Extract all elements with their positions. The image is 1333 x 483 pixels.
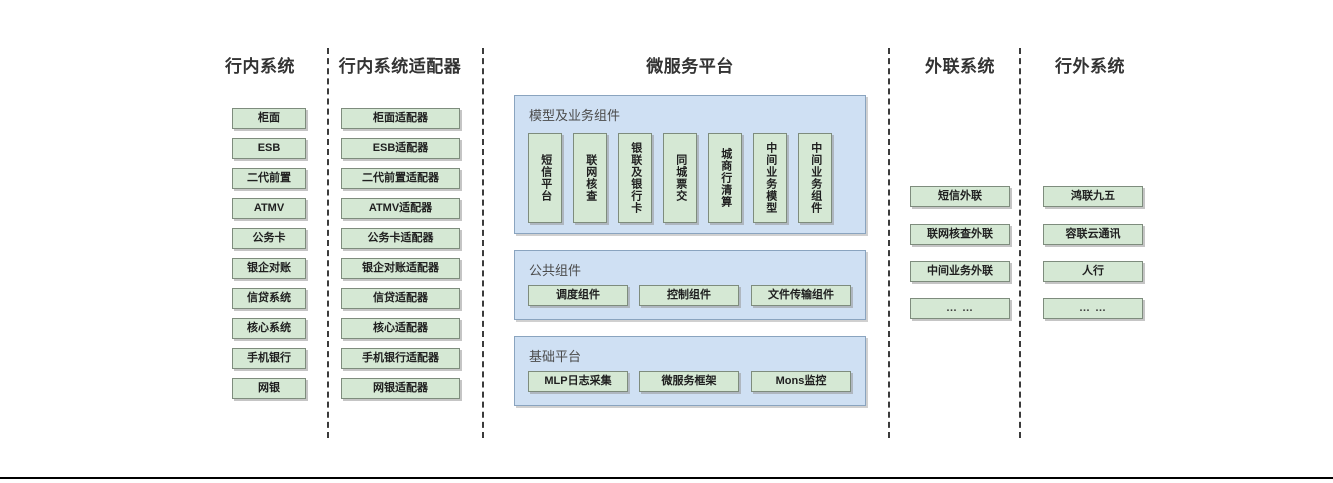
node-model-component[interactable]: 中间业务模型 [753, 133, 787, 223]
node-internal-adapter[interactable]: 柜面适配器 [341, 108, 460, 129]
node-internal-adapter[interactable]: 二代前置适配器 [341, 168, 460, 189]
bottom-divider-rule [0, 477, 1333, 479]
node-internal-system[interactable]: 二代前置 [232, 168, 306, 189]
node-internal-adapter[interactable]: 公务卡适配器 [341, 228, 460, 249]
node-internal-adapter[interactable]: 手机银行适配器 [341, 348, 460, 369]
node-outside-bank[interactable]: 鸿联九五 [1043, 186, 1143, 207]
divider-2 [482, 48, 484, 438]
node-model-component[interactable]: 中间业务组件 [798, 133, 832, 223]
node-base-platform-component[interactable]: Mons监控 [751, 371, 851, 392]
node-model-component[interactable]: 同城票交 [663, 133, 697, 223]
node-internal-system[interactable]: 信贷系统 [232, 288, 306, 309]
divider-4 [1019, 48, 1021, 438]
panel-title-model-business-components: 模型及业务组件 [529, 108, 621, 123]
column-title-internal-adapters: 行内系统适配器 [338, 57, 462, 76]
node-internal-adapter[interactable]: 信贷适配器 [341, 288, 460, 309]
node-external-liaison[interactable]: 短信外联 [910, 186, 1010, 207]
node-external-liaison[interactable]: 中间业务外联 [910, 261, 1010, 282]
node-external-liaison-more[interactable]: … … [910, 298, 1010, 319]
node-internal-system[interactable]: 柜面 [232, 108, 306, 129]
divider-1 [327, 48, 329, 438]
node-internal-system[interactable]: ATMV [232, 198, 306, 219]
node-internal-adapter[interactable]: 银企对账适配器 [341, 258, 460, 279]
node-internal-system[interactable]: 网银 [232, 378, 306, 399]
node-internal-system[interactable]: ESB [232, 138, 306, 159]
column-title-internal-systems: 行内系统 [225, 57, 295, 76]
node-base-platform-component[interactable]: 微服务框架 [639, 371, 739, 392]
node-model-component[interactable]: 短信平台 [528, 133, 562, 223]
column-title-outside-bank-systems: 行外系统 [1055, 57, 1125, 76]
node-model-component[interactable]: 联网核查 [573, 133, 607, 223]
node-internal-system[interactable]: 银企对账 [232, 258, 306, 279]
panel-title-public-components: 公共组件 [529, 263, 582, 278]
node-outside-bank[interactable]: 容联云通讯 [1043, 224, 1143, 245]
node-outside-bank-more[interactable]: … … [1043, 298, 1143, 319]
node-public-component[interactable]: 文件传输组件 [751, 285, 851, 306]
node-public-component[interactable]: 调度组件 [528, 285, 628, 306]
node-outside-bank[interactable]: 人行 [1043, 261, 1143, 282]
column-title-microservice-platform: 微服务平台 [646, 57, 734, 76]
node-base-platform-component[interactable]: MLP日志采集 [528, 371, 628, 392]
node-internal-system[interactable]: 手机银行 [232, 348, 306, 369]
node-model-component[interactable]: 城商行清算 [708, 133, 742, 223]
node-internal-adapter[interactable]: ATMV适配器 [341, 198, 460, 219]
node-internal-adapter[interactable]: ESB适配器 [341, 138, 460, 159]
node-internal-system[interactable]: 公务卡 [232, 228, 306, 249]
divider-3 [888, 48, 890, 438]
node-internal-system[interactable]: 核心系统 [232, 318, 306, 339]
column-title-external-liaison-systems: 外联系统 [925, 57, 995, 76]
node-internal-adapter[interactable]: 网银适配器 [341, 378, 460, 399]
panel-title-base-platform: 基础平台 [529, 349, 582, 364]
node-public-component[interactable]: 控制组件 [639, 285, 739, 306]
node-internal-adapter[interactable]: 核心适配器 [341, 318, 460, 339]
node-external-liaison[interactable]: 联网核查外联 [910, 224, 1010, 245]
node-model-component[interactable]: 银联及银行卡 [618, 133, 652, 223]
